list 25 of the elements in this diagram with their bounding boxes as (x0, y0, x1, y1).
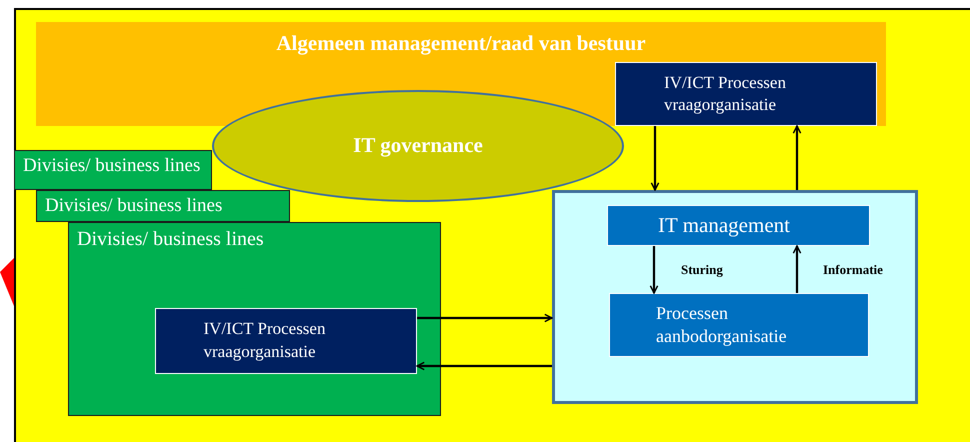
division-box (36, 190, 290, 222)
division-box (68, 222, 441, 416)
node-label: IV/ICT Processen vraagorganisatie (664, 72, 787, 116)
process-box (609, 293, 869, 357)
node-label: Divisies/ business lines (77, 227, 264, 252)
node-label: IT governance (353, 132, 483, 160)
arrow (417, 314, 553, 322)
node-label: IV/ICT Processen vraagorganisatie (204, 318, 326, 363)
arrow (416, 362, 552, 370)
edge-label: Sturing (681, 262, 723, 278)
arrow (792, 125, 802, 190)
edge-label: Informatie (823, 262, 883, 278)
process-box (154, 308, 416, 374)
it-department-panel (552, 190, 918, 404)
management-box (607, 205, 870, 246)
division-box (14, 150, 212, 190)
node-label: Divisies/ business lines (23, 154, 200, 178)
process-box (615, 62, 877, 126)
arrow (650, 126, 660, 191)
arrow (650, 246, 658, 294)
node-label: IT management (658, 212, 790, 239)
node-label: Algemeen management/raad van bestuur (276, 30, 646, 57)
node-label: Processen aanbodorganisatie (656, 302, 788, 348)
arrow (792, 245, 802, 293)
node-label: Divisies/ business lines (45, 194, 222, 218)
